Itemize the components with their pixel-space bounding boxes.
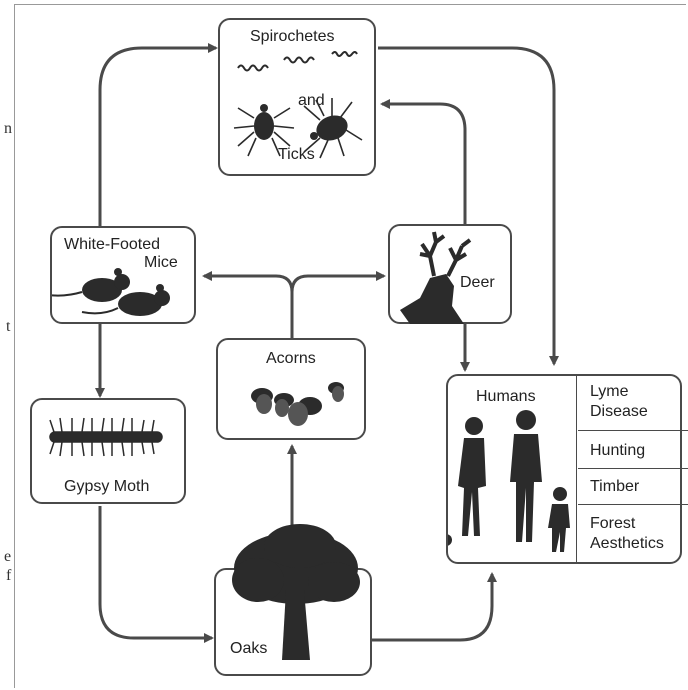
spirochete-icon	[331, 51, 358, 57]
tick-icon	[303, 98, 363, 159]
deer-label: Deer	[460, 274, 495, 291]
spirochetes-label: Spirochetes	[250, 28, 335, 45]
mice-node: White-Footed Mice	[50, 226, 196, 324]
deer-node: Deer	[388, 224, 512, 324]
figure-frame	[14, 4, 686, 688]
tick-icon	[233, 104, 295, 157]
impact-hunting: Hunting	[590, 442, 646, 459]
spirochete-icon	[283, 56, 315, 64]
arrow-mice-to-ticks	[98, 43, 218, 226]
oaks-node: Oaks	[214, 568, 372, 676]
acorns-node: Acorns	[216, 338, 366, 440]
human-family-icon	[448, 410, 570, 552]
mice-label-line1: White-Footed	[64, 236, 161, 253]
arrow-moth-to-oaks	[98, 506, 214, 643]
deer-icon	[400, 231, 472, 324]
impact-forest-aesthetics: Forest Aesthetics	[590, 515, 664, 552]
caterpillar-icon	[49, 417, 163, 457]
spirochetes-ticks-node: Spirochetes and Ticks	[218, 18, 376, 176]
oaks-label: Oaks	[230, 640, 268, 657]
margin-char: t	[6, 318, 11, 335]
margin-char: n	[4, 120, 12, 137]
arrow-acorns-to-deer	[290, 271, 386, 293]
impact-divider	[578, 504, 688, 505]
humans-divider	[576, 376, 577, 564]
mouse-icons	[52, 268, 170, 316]
margin-char: e	[4, 548, 12, 565]
arrow-acorns-split	[202, 271, 294, 338]
humans-label: Humans	[476, 388, 536, 405]
spirochete-tick-icons	[233, 51, 363, 159]
acorns-label: Acorns	[266, 350, 316, 367]
impact-lyme-disease: Lyme Disease	[590, 383, 648, 420]
gypsy-moth-label: Gypsy Moth	[64, 478, 150, 495]
arrow-ticks-to-humans	[378, 46, 559, 366]
impact-timber: Timber	[590, 478, 640, 495]
gypsy-moth-node: Gypsy Moth	[30, 398, 186, 504]
mice-label-line2: Mice	[144, 254, 178, 271]
arrow-oaks-to-humans	[372, 572, 497, 642]
arrow-deer-to-ticks	[380, 99, 467, 224]
impact-divider	[578, 468, 688, 469]
acorn-icons	[251, 382, 344, 426]
margin-char: f	[6, 567, 12, 584]
humans-node: Humans Lyme Disease Hunting Timber Fores…	[446, 374, 688, 564]
spirochete-icon	[237, 64, 269, 72]
impact-divider	[578, 430, 688, 431]
